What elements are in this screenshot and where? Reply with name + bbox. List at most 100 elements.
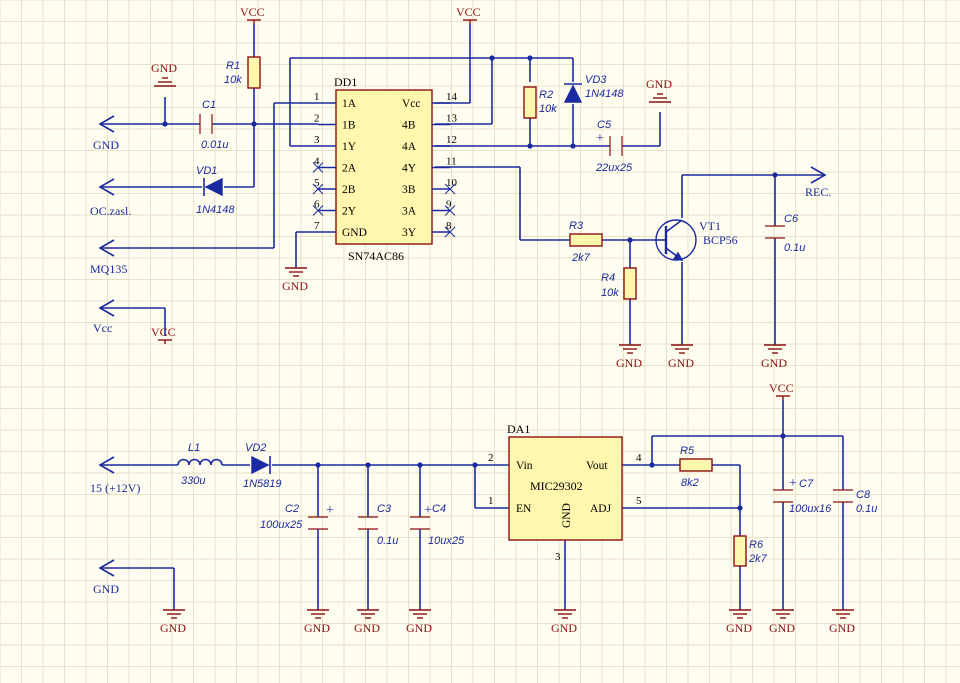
vd1-value: 1N4148 [196, 204, 235, 216]
dd1-pin-number: 4 [314, 156, 320, 168]
c7-ref: C7 [799, 478, 814, 490]
r6-ref: R6 [749, 539, 764, 551]
da1-ref: DA1 [507, 422, 530, 436]
gnd-symbol: GND [282, 267, 308, 293]
gnd-label: GND [551, 621, 577, 635]
da1-vout: Vout [586, 460, 608, 472]
wires-bottom [100, 400, 844, 610]
dd1-pin-number: 2 [314, 113, 320, 125]
gnd-symbol: GND [354, 609, 380, 635]
dd1-pin-number: 5 [314, 177, 320, 189]
gnd-symbol: GND [761, 344, 787, 370]
da1-body [508, 436, 623, 541]
c7-plus: + [789, 476, 797, 491]
dd1-pin-label: 2Y [342, 206, 357, 218]
dd1-pin-number: 6 [314, 199, 320, 211]
r5-value: 8k2 [681, 477, 699, 489]
da1-pin2: 2 [488, 452, 494, 464]
r5 [679, 458, 713, 472]
da1-adj: ADJ [590, 503, 612, 515]
gnd-label: GND [160, 621, 186, 635]
vt1-value: BCP56 [703, 233, 738, 247]
r4-ref: R4 [601, 272, 615, 284]
gnd-symbol: GND [769, 609, 795, 635]
c7-value: 100ux16 [789, 503, 832, 515]
gnd-symbol: GND [551, 609, 577, 635]
r2-value: 10k [539, 103, 557, 115]
vd3-value: 1N4148 [585, 88, 624, 100]
net-gnd-label: GND [93, 138, 119, 152]
port-arrows [98, 115, 827, 577]
vcc-label: VCC [769, 381, 794, 395]
net-15v-label: 15 (+12V) [90, 481, 140, 495]
vcc-label: VCC [151, 325, 176, 339]
vcc-symbol: VCC [456, 5, 481, 24]
c2-value: 100ux25 [260, 519, 303, 531]
gnd-label: GND [668, 356, 694, 370]
l1-ref: L1 [188, 442, 200, 454]
dd1-pin-label: Vcc [402, 98, 421, 110]
gnd-label: GND [151, 61, 177, 75]
r1-ref: R1 [226, 60, 240, 72]
r4-value: 10k [601, 287, 619, 299]
vcc-label: VCC [456, 5, 481, 19]
net-mq-label: MQ135 [90, 262, 127, 276]
vcc-symbol: VCC [240, 5, 265, 24]
dd1-pin-label: 1A [342, 98, 357, 110]
c8-value: 0.1u [856, 503, 877, 515]
vd2-value: 1N5819 [243, 478, 282, 490]
c4-ref: C4 [432, 503, 446, 515]
vcc-symbol: VCC [151, 325, 176, 344]
r3-ref: R3 [569, 220, 584, 232]
vd1-ref: VD1 [196, 165, 217, 177]
c1-ref: C1 [202, 99, 216, 111]
net-oc-label: OC.zasl. [90, 204, 131, 218]
net-vcc-label: Vcc [93, 321, 112, 335]
net-rec-label: REC. [805, 185, 831, 199]
dd1-pin-number: 10 [446, 177, 458, 189]
dd1-pin-label: 3B [402, 184, 416, 196]
c5-value: 22ux25 [595, 162, 633, 174]
vd3-ref: VD3 [585, 74, 607, 86]
gnd-label: GND [282, 279, 308, 293]
r4 [623, 267, 637, 300]
vt1-ref: VT1 [699, 219, 721, 233]
dd1-body [335, 89, 433, 245]
da1-pin3: 3 [555, 551, 561, 563]
capacitors: C1 0.01u C5 + 22ux25 C6 0.1u + C2 100ux2… [199, 99, 877, 547]
dd1-pin-number: 12 [446, 134, 457, 146]
l1-value: 330u [181, 475, 205, 487]
gnd-symbol: GND [151, 61, 177, 87]
r5-ref: R5 [680, 445, 695, 457]
dd1-pin-number: 1 [314, 91, 320, 103]
gnd-label: GND [726, 621, 752, 635]
r2 [523, 86, 537, 119]
c2-plus: + [326, 503, 334, 518]
dd1-ref: DD1 [334, 75, 357, 89]
c4-plus: + [424, 503, 432, 518]
c5-ref: C5 [597, 119, 612, 131]
vd1 [204, 177, 223, 197]
dd1-pin-label: 4A [402, 141, 417, 153]
gnd-label: GND [761, 356, 787, 370]
gnd-symbol: GND [646, 77, 672, 103]
transistor-vt1: VT1 BCP56 [655, 219, 738, 261]
da1-gnd: GND [561, 503, 573, 528]
da1-en: EN [516, 503, 532, 515]
dd1-pin-label: 1B [342, 120, 356, 132]
da1-name: MIC29302 [530, 479, 583, 493]
c6-value: 0.1u [784, 242, 805, 254]
vd3 [563, 84, 583, 103]
gnd-symbol: GND [668, 344, 694, 370]
da1-chip: DA1 MIC29302 Vin Vout EN ADJ GND 2 4 1 5… [488, 422, 642, 563]
da1-vin: Vin [516, 460, 533, 472]
dd1-pin-number: 3 [314, 134, 320, 146]
r3-value: 2k7 [571, 252, 591, 264]
vcc-symbol: VCC [769, 381, 794, 400]
r6 [733, 535, 747, 567]
resistors: R1 10k R2 10k R3 2k7 R4 10k R5 8k2 R6 2k… [224, 56, 768, 567]
junctions [162, 55, 786, 511]
dd1-pin-label: 1Y [342, 141, 357, 153]
